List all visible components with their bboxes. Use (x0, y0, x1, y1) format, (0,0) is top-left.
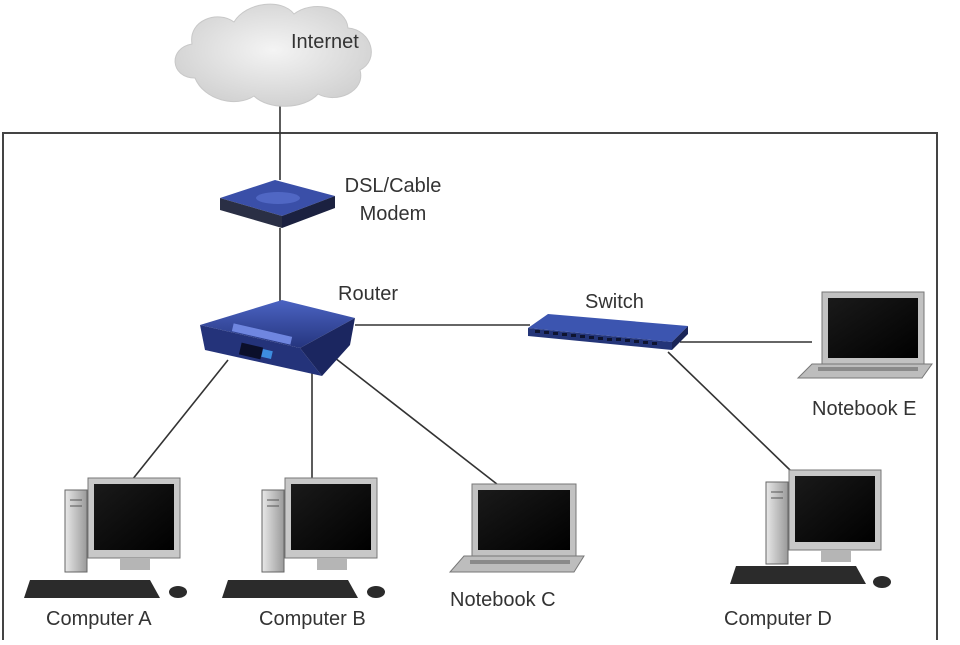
lan-boundary (2, 132, 938, 645)
internet-cloud-icon (174, 3, 372, 107)
computer-a-label: Computer A (46, 608, 152, 630)
link-router-computer-a (131, 359, 229, 481)
notebook-c-icon (448, 483, 585, 573)
computer-b-icon (222, 477, 385, 598)
internet-label: Internet (291, 31, 359, 53)
connections (131, 95, 812, 489)
switch-icon (528, 314, 688, 350)
link-router-notebook-c (334, 357, 503, 489)
modem-icon (220, 180, 335, 228)
modem-label: DSL/Cable Modem (344, 175, 442, 225)
computer-b-label: Computer B (259, 608, 366, 630)
router-label: Router (338, 283, 399, 305)
switch-label: Switch (585, 291, 644, 313)
notebook-e-icon (796, 291, 933, 379)
notebook-e-label: Notebook E (812, 398, 917, 420)
computer-d-label: Computer D (724, 608, 832, 630)
computer-a-icon (24, 477, 187, 598)
notebook-c-label: Notebook C (450, 589, 556, 611)
router-icon (200, 300, 355, 376)
link-switch-computer-d (667, 351, 791, 471)
computer-d-icon (730, 469, 891, 588)
